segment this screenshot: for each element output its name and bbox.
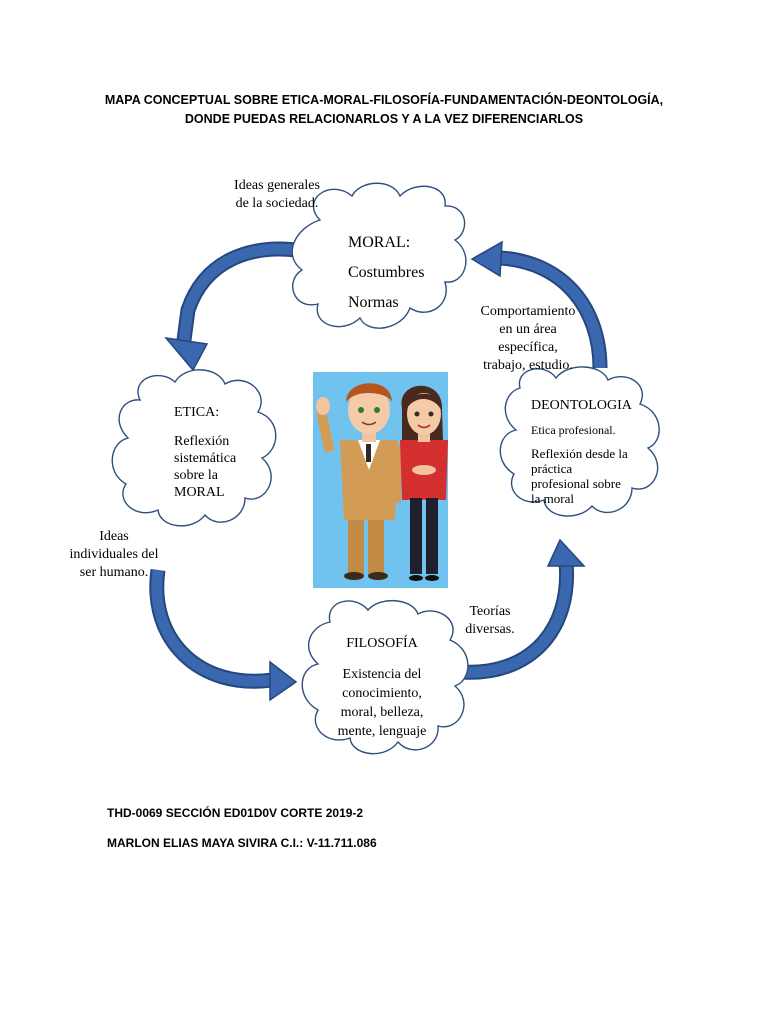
label-comportamiento-line-1: Comportamiento xyxy=(470,303,586,321)
deontologia-line-2: Reflexión desde la xyxy=(531,446,632,461)
label-teorias-line-2: diversas. xyxy=(455,621,525,639)
label-ideas-individuales-line-2: individuales del xyxy=(60,546,168,564)
label-comportamiento-line-4: trabajo, estudio. xyxy=(470,357,586,375)
filosofia-line-4: mente, lenguaje xyxy=(334,722,430,741)
label-ideas-generales-line-1: Ideas generales xyxy=(222,177,332,195)
deontologia-title: DEONTOLOGIA xyxy=(531,398,632,413)
etica-line-4: MORAL xyxy=(174,484,236,501)
etica-line-2: sistemática xyxy=(174,450,236,467)
filosofia-line-2: conocimiento, xyxy=(334,684,430,703)
deontologia-cloud-content: DEONTOLOGIA Etica profesional. Reflexión… xyxy=(531,398,632,506)
label-ideas-generales-line-2: de la sociedad. xyxy=(222,195,332,213)
label-comportamiento: Comportamiento en un área específica, tr… xyxy=(470,303,586,375)
label-comportamiento-line-3: específica, xyxy=(470,339,586,357)
label-ideas-individuales-line-1: Ideas xyxy=(60,528,168,546)
label-comportamiento-line-2: en un área xyxy=(470,321,586,339)
etica-line-3: sobre la xyxy=(174,467,236,484)
label-teorias-line-1: Teorías xyxy=(455,603,525,621)
moral-cloud-content: MORAL: Costumbres Normas xyxy=(348,228,424,318)
filosofia-cloud-content: FILOSOFÍA Existencia del conocimiento, m… xyxy=(334,634,430,741)
etica-line-1: Reflexión xyxy=(174,433,236,450)
label-ideas-individuales-line-3: ser humano. xyxy=(60,564,168,582)
label-teorias: Teorías diversas. xyxy=(455,603,525,639)
etica-cloud-content: ETICA: Reflexión sistemática sobre la MO… xyxy=(174,404,236,501)
moral-line-2: Normas xyxy=(348,288,424,318)
label-ideas-generales: Ideas generales de la sociedad. xyxy=(222,177,332,213)
filosofia-line-3: moral, belleza, xyxy=(334,703,430,722)
deontologia-line-1: Etica profesional. xyxy=(531,423,632,438)
filosofia-line-1: Existencia del xyxy=(334,665,430,684)
arrow-etica-to-filosofia xyxy=(157,570,296,700)
arrow-moral-to-etica xyxy=(166,249,296,370)
etica-title: ETICA: xyxy=(174,404,236,421)
filosofia-title: FILOSOFÍA xyxy=(334,634,430,653)
moral-line-1: Costumbres xyxy=(348,258,424,288)
footer-author: MARLON ELIAS MAYA SIVIRA C.I.: V-11.711.… xyxy=(107,836,377,850)
label-ideas-individuales: Ideas individuales del ser humano. xyxy=(60,528,168,582)
deontologia-line-3: práctica xyxy=(531,461,632,476)
people-illustration xyxy=(313,372,448,588)
footer-course: THD-0069 SECCIÓN ED01D0V CORTE 2019-2 xyxy=(107,806,363,820)
deontologia-line-5: la moral xyxy=(531,491,632,506)
deontologia-line-4: profesional sobre xyxy=(531,476,632,491)
moral-title: MORAL: xyxy=(348,228,424,258)
